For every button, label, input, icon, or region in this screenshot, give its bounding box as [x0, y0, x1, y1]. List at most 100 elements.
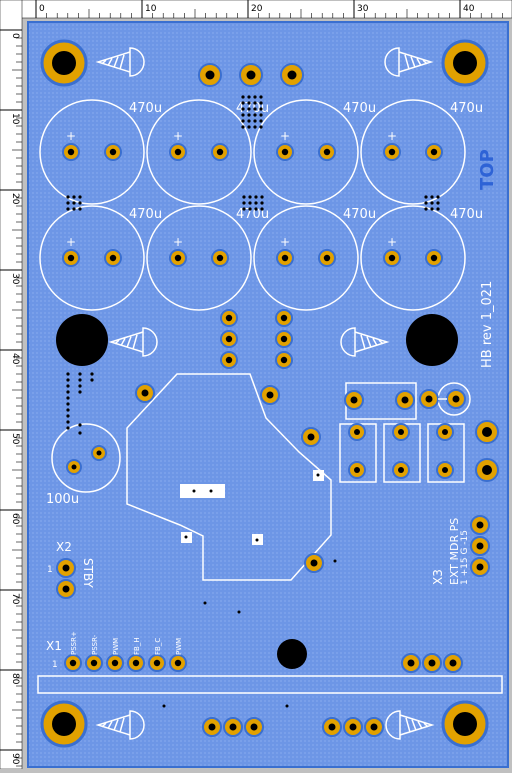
x1-pin [106, 654, 124, 672]
via [259, 107, 263, 111]
via [242, 195, 246, 199]
x1-pin-label: PWM [112, 638, 120, 655]
single-pads [135, 383, 324, 573]
capacitor-polarity: + [66, 129, 76, 143]
ruler-top [0, 0, 512, 19]
via [430, 201, 434, 205]
via [253, 113, 257, 117]
pad [220, 330, 238, 348]
capacitor-pad-negative [425, 143, 443, 161]
via [259, 101, 263, 105]
screw-symbol [384, 47, 434, 77]
top-label: TOP [477, 149, 498, 190]
x2-name: STBY [81, 558, 95, 589]
capacitor-polarity: + [173, 129, 183, 143]
via [72, 195, 76, 199]
top-triple-pads [198, 63, 304, 87]
capacitor-polarity: + [280, 129, 290, 143]
ruler-left-tick-label: 90 [10, 753, 20, 765]
capacitor-pad-positive [383, 143, 401, 161]
bottom-right-triple-pads [401, 653, 463, 673]
ruler-left-tick-label: 80 [10, 673, 20, 685]
ruler-left-tick-label: 70 [10, 593, 20, 605]
via [78, 207, 82, 211]
pad [275, 351, 293, 369]
capacitor-polarity: + [66, 235, 76, 249]
via [241, 107, 245, 111]
capacitor: +470u [360, 205, 483, 311]
ruler-left-tick-label: 10 [10, 113, 20, 125]
screw-symbol [340, 327, 390, 357]
via [254, 207, 258, 211]
center-pad-columns [220, 309, 293, 369]
capacitor: +470u [39, 205, 162, 311]
mounting-hole-br [441, 700, 489, 748]
x1-pin-label: PSSR+ [70, 631, 78, 655]
via [248, 195, 252, 199]
x1-pin [169, 654, 187, 672]
capacitor-pad-positive [276, 143, 294, 161]
capacitor-polarity: + [387, 129, 397, 143]
via [72, 201, 76, 205]
via [66, 207, 70, 211]
capacitor-polarity: + [280, 235, 290, 249]
via [253, 101, 257, 105]
via [436, 207, 440, 211]
capacitor: +470u [146, 205, 269, 311]
x1-pin [64, 654, 82, 672]
via [66, 195, 70, 199]
x1-pin [148, 654, 166, 672]
capacitor-pad-negative [211, 249, 229, 267]
via [430, 195, 434, 199]
via [241, 95, 245, 99]
capacitor-pad-negative [425, 249, 443, 267]
screw-symbol [385, 710, 435, 740]
capacitor-value: 470u [236, 101, 269, 116]
ruler-left-tick-label: 60 [10, 513, 20, 525]
x3-pins: 1 +15 G -15 [460, 530, 470, 585]
capacitor-pad-negative [318, 143, 336, 161]
via [424, 207, 428, 211]
capacitor-polarity: + [173, 235, 183, 249]
via [259, 119, 263, 123]
ruler-left-tick-label: 40 [10, 353, 20, 365]
large-hole-left [56, 314, 108, 366]
x3-name: EXT MDR PS [448, 518, 461, 585]
ruler-left-tick-label: 20 [10, 193, 20, 205]
revision-label: HB rev 1_021 [480, 281, 495, 368]
x2-pin1: 1 [47, 565, 53, 575]
large-hole-right [406, 314, 458, 366]
via [247, 119, 251, 123]
hole-bottom-center [277, 639, 307, 669]
heatsink-dots [162, 473, 337, 708]
via [66, 414, 70, 418]
capacitor: +470u [360, 99, 483, 205]
pad [220, 351, 238, 369]
via [253, 119, 257, 123]
capacitor-pad-negative [104, 143, 122, 161]
screw-symbols [95, 47, 435, 740]
via [254, 195, 258, 199]
mounting-hole-tr [441, 39, 489, 87]
via [259, 113, 263, 117]
ruler-left-tick-label: 0 [10, 33, 20, 39]
via [247, 95, 251, 99]
via [259, 125, 263, 129]
via [78, 384, 82, 388]
via [66, 390, 70, 394]
via [430, 207, 434, 211]
via [424, 201, 428, 205]
capacitor-pad-positive [169, 143, 187, 161]
bottom-triple-pads [202, 717, 384, 737]
x1-pin-label: FB_H [133, 637, 141, 655]
via [247, 125, 251, 129]
via [241, 119, 245, 123]
capacitor-pad-positive [62, 249, 80, 267]
x1-pin-label: PSSR- [91, 634, 99, 655]
via [66, 384, 70, 388]
x1-pin [85, 654, 103, 672]
